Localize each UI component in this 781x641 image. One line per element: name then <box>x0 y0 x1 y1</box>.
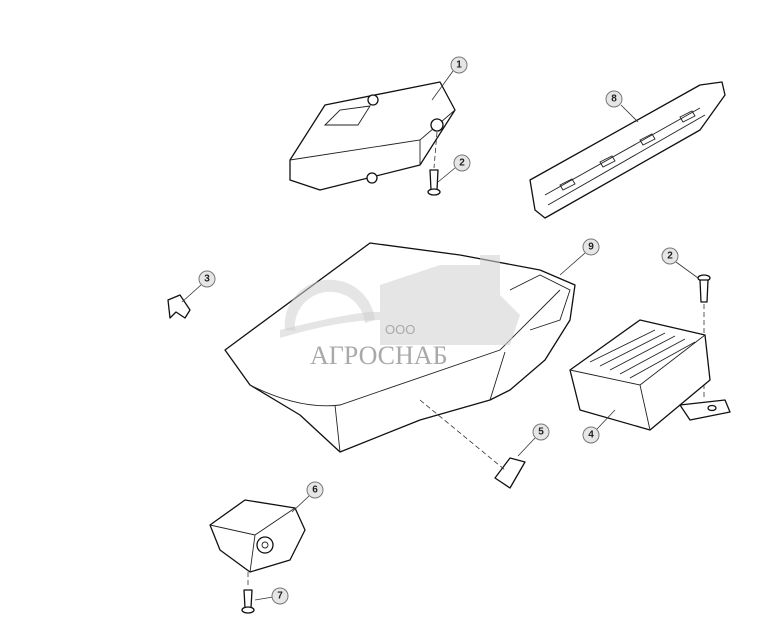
svg-text:9: 9 <box>588 242 594 253</box>
watermark-name: АГРОСНАБ <box>310 341 448 370</box>
svg-text:2: 2 <box>459 158 465 169</box>
part-8-trim-bezel <box>529 81 726 219</box>
callout-9: 9 <box>582 238 600 256</box>
part-6-actuator <box>209 499 306 573</box>
watermark-prefix: ООО <box>385 322 415 337</box>
callout-2-upper: 2 <box>453 154 471 172</box>
part-3-clip <box>167 294 191 319</box>
callout-5: 5 <box>532 423 550 441</box>
callout-7: 7 <box>271 587 289 605</box>
svg-text:4: 4 <box>588 430 594 441</box>
part-7-screw <box>241 572 255 614</box>
callout-3: 3 <box>198 270 216 288</box>
callout-4: 4 <box>582 426 600 444</box>
svg-text:6: 6 <box>312 485 318 496</box>
callout-8: 8 <box>605 90 623 108</box>
svg-text:8: 8 <box>611 94 617 105</box>
part-5-gasket <box>419 399 526 489</box>
svg-text:7: 7 <box>277 591 283 602</box>
part-4-module-heatsink <box>569 319 731 431</box>
svg-text:3: 3 <box>204 274 210 285</box>
part-2-screw-upper <box>427 131 441 196</box>
svg-text:1: 1 <box>456 60 462 71</box>
leader-lines <box>181 70 699 601</box>
callout-1: 1 <box>450 56 468 74</box>
svg-text:2: 2 <box>667 251 673 262</box>
svg-text:5: 5 <box>538 427 544 438</box>
part-1-control-module <box>289 81 456 191</box>
callout-2-lower: 2 <box>661 247 679 265</box>
callout-6: 6 <box>306 481 324 499</box>
watermark-logo: ООО АГРОСНАБ <box>280 255 520 370</box>
